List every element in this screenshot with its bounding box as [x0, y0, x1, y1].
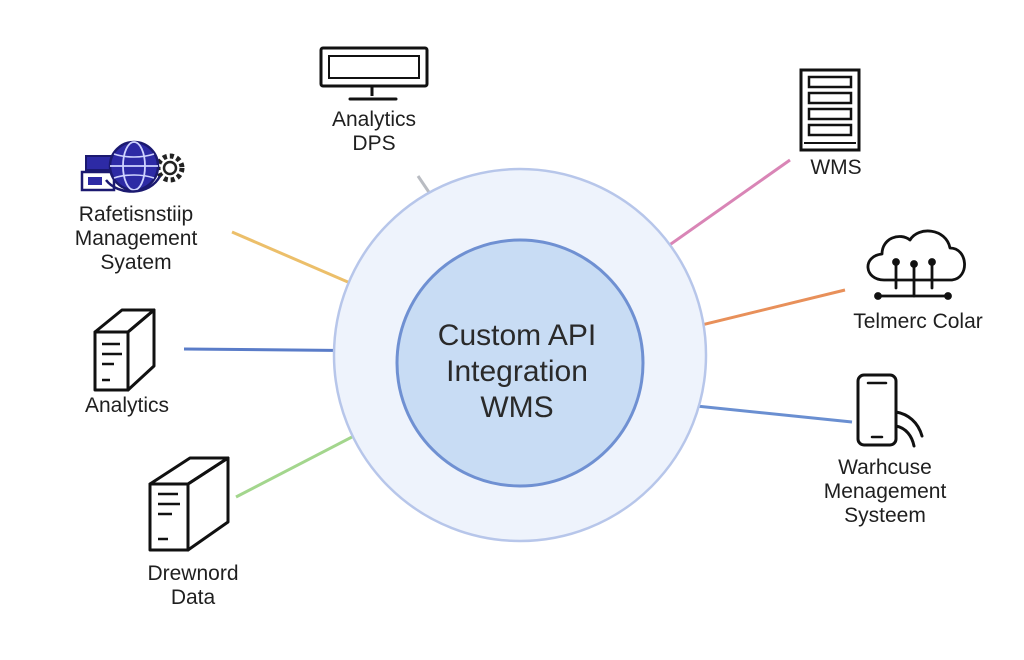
node-label-line: WMS	[810, 156, 862, 179]
node-label-drewnord-data: Drewnord Data	[128, 562, 258, 610]
node-label-analytics: Analytics	[62, 394, 192, 418]
hub-title-line-1: Custom API	[437, 319, 597, 352]
monitor-icon	[319, 46, 429, 101]
node-label-warehouse-management-system: Warhcuse Menagement Systeem	[800, 456, 970, 528]
node-label-line: Analytics	[331, 108, 417, 131]
node-label-wms: WMS	[790, 156, 882, 180]
node-label-line: Systeem	[844, 504, 926, 527]
node-label-line: Drewnord	[147, 562, 239, 585]
tower-computer-icon	[148, 456, 230, 552]
node-label-line: Telmerc Colar	[853, 310, 983, 333]
node-label-line: Menagement	[823, 480, 947, 503]
server-rack-icon	[799, 68, 861, 152]
node-label-line: DPS	[352, 132, 396, 155]
hub-title-line-3: WMS	[480, 391, 554, 424]
node-label-line: Warhcuse	[838, 456, 932, 479]
node-label-line: Rafetisnstiip	[78, 203, 194, 226]
node-label-analytics-dps: Analytics DPS	[314, 108, 434, 156]
node-label-line: Analytics	[84, 394, 170, 417]
hub-inner-circle[interactable]	[395, 238, 645, 488]
smartphone-hand-icon	[856, 373, 924, 448]
node-label-line: Data	[170, 586, 216, 609]
hub-title: Custom API Integration WMS	[392, 318, 642, 426]
node-label-relationship-management-system: Rafetisnstiip Management Syatem	[46, 203, 226, 275]
node-label-line: Syatem	[100, 251, 172, 274]
server-tower-icon	[93, 308, 156, 392]
hub-title-line-2: Integration	[446, 355, 588, 388]
globe-gear-icon	[80, 140, 185, 193]
node-label-line: Management	[74, 227, 198, 250]
node-label-telmerc-colar: Telmerc Colar	[828, 310, 1008, 334]
cloud-network-icon	[866, 229, 966, 300]
